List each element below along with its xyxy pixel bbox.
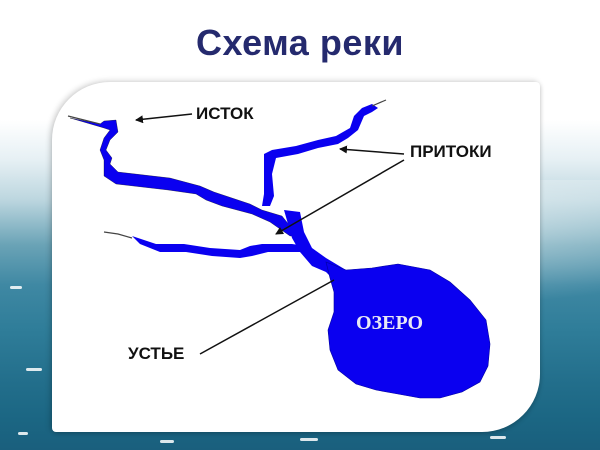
lower-tributary: [132, 236, 308, 258]
water-sparkle: [26, 368, 42, 371]
lower-tributary-thin-line: [103, 231, 133, 239]
source-arrow: [135, 113, 193, 124]
slide-title: Схема реки: [195, 22, 404, 63]
water-sparkle: [300, 438, 318, 441]
water-sparkle: [160, 440, 174, 443]
mouth-label: УСТЬЕ: [128, 344, 185, 363]
lake: [325, 261, 491, 399]
water-sparkle: [10, 286, 22, 289]
main-river: [69, 117, 299, 237]
tributary-arrow-lower: [275, 159, 405, 235]
water-sparkle: [18, 432, 28, 435]
upper-tributary-thin-line: [371, 99, 387, 107]
mouth-arrow: [199, 279, 335, 355]
water-sparkle: [490, 436, 506, 439]
tributaries-label: ПРИТОКИ: [410, 142, 492, 161]
tributary-arrow-upper: [339, 145, 405, 155]
upper-tributary: [262, 104, 378, 206]
source-label: ИСТОК: [196, 104, 254, 123]
lake-label: ОЗЕРО: [356, 312, 424, 334]
source-thin-line: [67, 115, 101, 125]
